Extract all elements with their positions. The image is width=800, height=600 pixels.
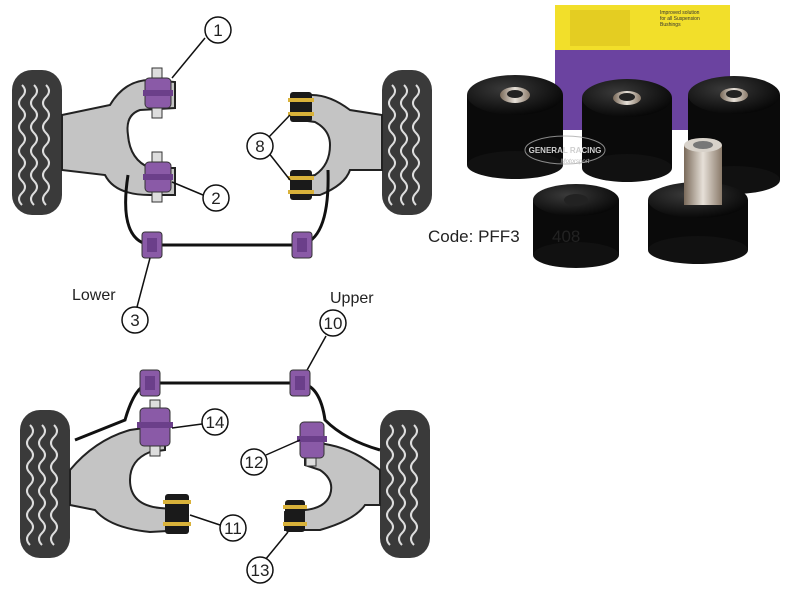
callout-11: 11	[189, 514, 247, 542]
bushing-11	[163, 494, 191, 534]
front-axle	[12, 67, 432, 259]
box-text-1: Improved solution	[660, 10, 700, 16]
label-lower: Lower	[72, 287, 116, 304]
bushing-8-upper	[288, 92, 314, 122]
photo-bushing-2	[582, 79, 672, 182]
bushing-2	[143, 151, 173, 203]
rear-right-wheel	[380, 410, 430, 558]
bushing-10-left	[139, 369, 161, 397]
bushing-14	[137, 399, 173, 457]
rear-left-arm	[69, 423, 186, 534]
svg-text:13: 13	[251, 561, 270, 580]
svg-text:14: 14	[206, 413, 225, 432]
box-text-3: Bushings	[660, 22, 681, 28]
bushing-8-lower	[288, 170, 314, 200]
callout-3: 3	[121, 257, 151, 334]
bushing-3	[141, 231, 163, 259]
box-text-2: for all Suspension	[660, 16, 700, 22]
callout-1: 1	[171, 16, 232, 79]
label-upper: Upper	[330, 290, 374, 307]
bushing-3-right	[291, 231, 313, 259]
bushing-1	[143, 67, 173, 119]
brand-watermark: GENERAL RACING Motorsport	[524, 135, 606, 165]
front-left-arm	[61, 78, 176, 196]
bushing-12	[297, 421, 327, 467]
photo-bushing-4	[533, 184, 619, 268]
svg-text:10: 10	[324, 314, 343, 333]
svg-text:Motorsport: Motorsport	[561, 159, 590, 165]
callout-8: 8	[246, 114, 291, 181]
svg-text:2: 2	[211, 189, 220, 208]
front-anti-roll-bar	[124, 169, 330, 247]
callout-13: 13	[246, 531, 289, 584]
photo-bushing-1	[467, 75, 563, 179]
callout-14: 14	[171, 408, 229, 436]
svg-text:GENERAL RACING: GENERAL RACING	[529, 146, 602, 155]
svg-text:8: 8	[255, 137, 264, 156]
svg-text:11: 11	[224, 519, 242, 538]
svg-text:3: 3	[130, 311, 139, 330]
bushing-10	[289, 369, 311, 397]
product-code: Code: PFF3	[428, 227, 520, 246]
rear-left-wheel	[20, 410, 70, 558]
bushing-13	[283, 500, 307, 532]
svg-text:12: 12	[245, 453, 264, 472]
svg-text:1: 1	[213, 21, 222, 40]
front-right-wheel	[382, 70, 432, 215]
front-left-wheel	[12, 70, 62, 215]
product-code-suffix: 408	[552, 227, 580, 246]
callout-10: 10	[305, 309, 347, 373]
callout-12: 12	[240, 439, 301, 476]
photo-bushing-5	[648, 138, 748, 264]
product-photo: Improved solution for all Suspension Bus…	[428, 5, 780, 268]
rear-axle	[20, 369, 430, 558]
callout-2: 2	[171, 181, 230, 212]
front-right-arm	[299, 94, 383, 196]
